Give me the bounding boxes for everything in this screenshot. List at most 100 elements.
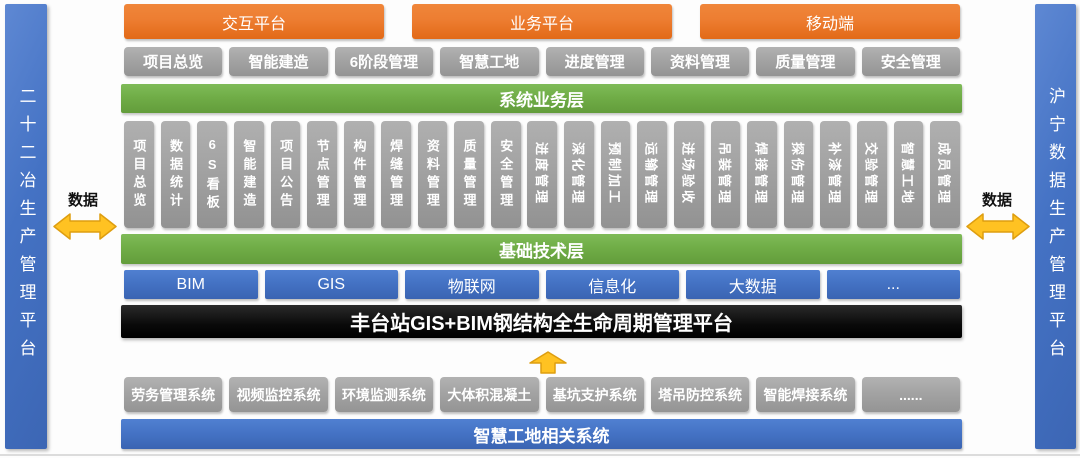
function-label: 探伤管理 xyxy=(790,142,806,207)
site-system-label: 智能焊接系统 xyxy=(763,386,848,403)
function-label: 焊接管理 xyxy=(753,142,769,207)
platform-box: 交互平台 xyxy=(124,4,384,39)
function-label: 6S看板 xyxy=(204,136,220,213)
function-column: 交验管理 xyxy=(857,121,887,228)
right-platform-label: 沪宁数据生产管理平台 xyxy=(1046,86,1065,367)
data-label-right: 数据 xyxy=(981,192,1012,209)
function-label: 智能建造 xyxy=(241,138,257,211)
function-label: 运输管理 xyxy=(643,142,659,207)
core-platform-bar: 丰台站GIS+BIM钢结构全生命周期管理平台 xyxy=(121,305,962,338)
function-column: 项目公告 xyxy=(270,121,301,228)
function-label: 深化管理 xyxy=(570,142,586,207)
site-system-label: 劳务管理系统 xyxy=(131,386,216,403)
tech-label: BIM xyxy=(176,275,205,293)
function-label: 智慧工地 xyxy=(900,142,916,207)
module-label: 进度管理 xyxy=(564,54,625,71)
module-box: 智慧工地 xyxy=(440,47,539,76)
bottom-edge-line xyxy=(0,454,1080,456)
data-label-left: 数据 xyxy=(67,192,98,209)
function-column: 数据统计 xyxy=(160,121,191,228)
module-label: 项目总览 xyxy=(143,54,204,71)
platform-row: 交互平台 业务平台 移动端 xyxy=(124,4,960,39)
module-box: 安全管理 xyxy=(861,47,960,76)
tech-box: BIM xyxy=(124,270,258,299)
core-platform-label: 丰台站GIS+BIM钢结构全生命周期管理平台 xyxy=(350,313,733,335)
function-label: 构件管理 xyxy=(351,138,367,211)
site-system-label: 基坑支护系统 xyxy=(552,386,637,403)
function-label: 安全管理 xyxy=(498,138,514,211)
function-column: 补漆管理 xyxy=(820,121,851,228)
site-system-box: 塔吊防控系统 xyxy=(650,377,750,412)
function-column: 运输管理 xyxy=(637,121,667,228)
system-business-layer-label: 系统业务层 xyxy=(499,91,584,110)
tech-box: 物联网 xyxy=(405,270,539,299)
module-box: 进度管理 xyxy=(545,47,644,76)
function-column: 预制加工 xyxy=(600,121,631,228)
site-system-box: 大体积混凝土 xyxy=(440,377,539,412)
right-platform-bar: 沪宁数据生产管理平台 xyxy=(1035,4,1076,449)
function-column: 焊接管理 xyxy=(747,121,777,228)
function-column: 质量管理 xyxy=(454,121,484,228)
function-label: 焊缝管理 xyxy=(388,138,404,211)
double-arrow-icon-right xyxy=(966,213,1030,240)
function-label: 项目公告 xyxy=(278,138,294,211)
function-column: 项目总览 xyxy=(124,121,154,228)
function-label: 预制加工 xyxy=(607,142,623,207)
tech-box: GIS xyxy=(264,270,398,299)
function-label: 进度管理 xyxy=(533,142,549,207)
site-system-label: ...... xyxy=(899,386,923,403)
module-box: 智能建造 xyxy=(229,47,328,76)
tech-box: 信息化 xyxy=(545,270,679,299)
up-arrow-icon xyxy=(529,351,567,374)
site-system-row: 劳务管理系统 视频监控系统 环境监测系统 大体积混凝土 基坑支护系统 塔吊防控系… xyxy=(124,377,960,412)
site-system-label: 大体积混凝土 xyxy=(447,386,532,403)
function-column: 6S看板 xyxy=(197,121,228,228)
module-box: 项目总览 xyxy=(124,47,223,76)
function-column: 深化管理 xyxy=(564,121,594,228)
function-column: 智能建造 xyxy=(234,121,264,228)
function-columns-rotated: 进度管理 深化管理 预制加工 运输管理 进场验收 吊装管理 焊接管理 xyxy=(527,121,960,228)
site-system-box: ...... xyxy=(861,377,960,412)
platform-label: 移动端 xyxy=(805,15,854,33)
function-column-row: 项目总览 数据统计 6S看板 智能建造 项目公告 节点管理 构件管理 xyxy=(124,121,960,228)
module-label: 6阶段管理 xyxy=(349,54,419,71)
function-label: 资料管理 xyxy=(424,138,440,211)
module-box: 6阶段管理 xyxy=(334,47,434,76)
platform-box: 移动端 xyxy=(700,4,960,39)
module-box: 质量管理 xyxy=(756,47,855,76)
function-label: 补漆管理 xyxy=(826,142,842,207)
site-system-label: 环境监测系统 xyxy=(341,386,426,403)
function-label: 交验管理 xyxy=(863,142,879,207)
left-platform-bar: 二十二冶生产管理平台 xyxy=(5,4,47,449)
function-label: 节点管理 xyxy=(314,138,330,211)
tech-label: 大数据 xyxy=(728,278,777,296)
function-column: 智慧工地 xyxy=(893,121,924,228)
basic-tech-layer-label: 基础技术层 xyxy=(499,241,584,261)
site-system-label: 塔吊防控系统 xyxy=(658,386,743,403)
function-column: 安全管理 xyxy=(490,121,521,228)
function-column: 焊缝管理 xyxy=(380,121,411,228)
function-label: 进场验收 xyxy=(680,142,696,207)
platform-label: 业务平台 xyxy=(509,15,574,33)
double-arrow-icon-left xyxy=(53,213,117,240)
tech-box: 大数据 xyxy=(686,270,820,299)
tech-label: 信息化 xyxy=(588,278,637,296)
tech-row: BIM GIS 物联网 信息化 大数据 ... xyxy=(124,270,960,299)
function-column: 吊装管理 xyxy=(710,121,741,228)
function-column: 成员管理 xyxy=(930,121,960,228)
function-label: 成员管理 xyxy=(936,142,952,207)
module-label: 智能建造 xyxy=(248,54,309,71)
module-label: 质量管理 xyxy=(775,54,836,71)
module-box: 资料管理 xyxy=(650,47,750,76)
tech-label: ... xyxy=(886,275,900,293)
module-label: 智慧工地 xyxy=(459,54,520,71)
left-platform-label: 二十二冶生产管理平台 xyxy=(16,86,36,367)
platform-box: 业务平台 xyxy=(412,4,672,39)
function-label: 吊装管理 xyxy=(716,142,732,207)
site-systems-layer-label: 智慧工地相关系统 xyxy=(473,426,610,446)
site-system-box: 视频监控系统 xyxy=(229,377,328,412)
site-system-box: 劳务管理系统 xyxy=(124,377,223,412)
function-column: 进场验收 xyxy=(673,121,704,228)
basic-tech-layer-bar: 基础技术层 xyxy=(121,234,962,264)
function-column: 进度管理 xyxy=(527,121,558,228)
